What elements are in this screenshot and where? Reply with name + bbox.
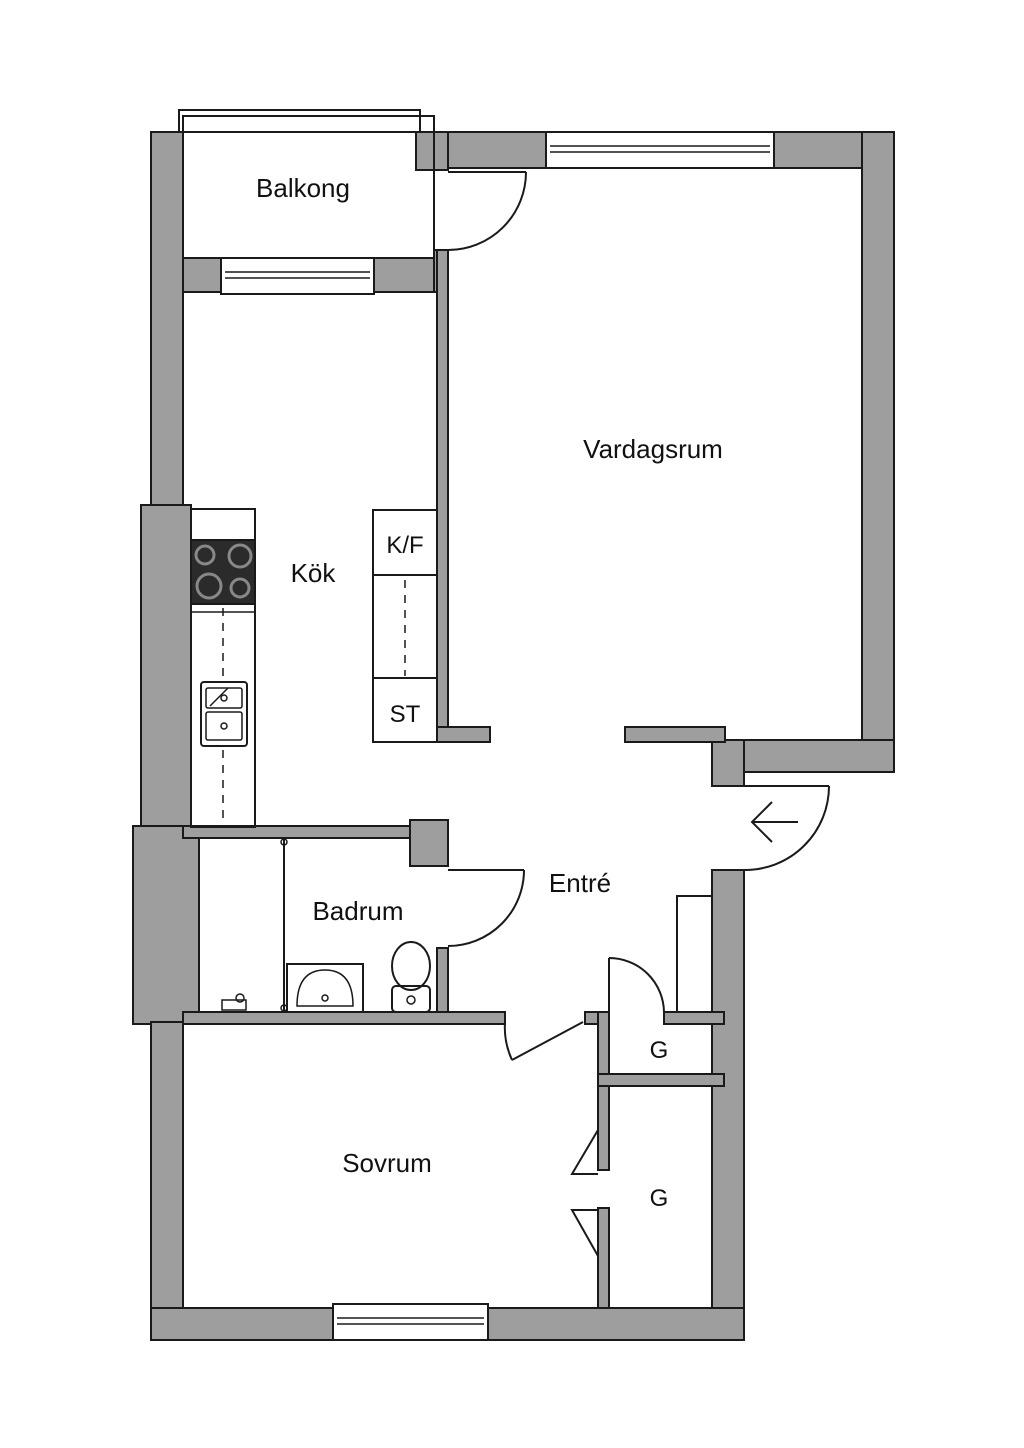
living-window [545, 131, 775, 169]
wall-left-kitchen [140, 504, 192, 828]
room-label-kok: Kök [291, 558, 337, 588]
shower-screen-top [280, 838, 288, 846]
bathroom-fixtures [221, 838, 431, 1013]
wall-right-living [861, 131, 895, 773]
entry-shelf [676, 895, 713, 1013]
wall-left-bathroom [132, 825, 200, 1025]
room-label-garderob-2: G [650, 1185, 669, 1212]
washbasin [286, 963, 364, 1013]
entrance-door-swing [743, 785, 830, 872]
kitchen-sink [200, 681, 248, 747]
wall-bathroom-shaft [409, 819, 449, 867]
wall-entry-right-lower [711, 869, 745, 1341]
balcony-railing-top [178, 109, 421, 133]
bedroom-door-leaf [511, 1021, 584, 1061]
washbasin-bowl [296, 969, 354, 1007]
kitchen-cabinets-right [372, 509, 438, 743]
wall-closet-left [597, 1011, 610, 1171]
walls [132, 131, 895, 1341]
entry-shelf-outline [676, 895, 713, 1013]
stove-burner-3 [195, 572, 223, 600]
stove-burner-2 [227, 543, 253, 569]
bedroom-window [332, 1303, 489, 1341]
room-label-vardagsrum: Vardagsrum [583, 434, 723, 464]
wall-closet-top [663, 1011, 725, 1025]
wall-left-upper [150, 131, 184, 508]
bedroom-door-swing [503, 1021, 513, 1061]
wall-entry-right-upper [711, 739, 745, 787]
wall-bottom-right [487, 1307, 745, 1341]
labels: Balkong Vardagsrum Kök Badrum Entré Sovr… [256, 173, 723, 1212]
wall-balcony-living [415, 131, 449, 171]
shower-tap [221, 999, 247, 1011]
kitchen-sink-basin-2 [205, 711, 243, 741]
closet2-door-upper [570, 1129, 599, 1175]
closet1-door-swing [608, 957, 665, 1013]
entrance-arrow-head [750, 801, 773, 843]
room-label-badrum: Badrum [312, 896, 403, 926]
room-label-sovrum: Sovrum [342, 1148, 432, 1178]
wall-balcony-kitchen-left [182, 257, 222, 293]
wall-bathroom-right [436, 947, 449, 1015]
wall-closet-divider [597, 1073, 725, 1087]
room-label-entre: Entré [549, 868, 611, 898]
toilet-tank [391, 985, 431, 1013]
stove [190, 539, 256, 605]
kitchen-window [220, 257, 375, 295]
kitchen-sink-basin-1 [205, 687, 243, 709]
kitchen-fixtures [190, 508, 438, 828]
room-label-garderob-1: G [650, 1037, 669, 1064]
kitchen-sink-drain-2 [220, 722, 228, 730]
balcony-door-swing [447, 171, 527, 251]
wall-bottom-left [150, 1307, 334, 1341]
toilet-bowl [391, 941, 431, 991]
wall-bathroom-bedroom [182, 1011, 506, 1025]
bathroom-door-swing [447, 869, 525, 947]
doors [447, 171, 830, 1257]
wall-closet-left-lower [597, 1207, 610, 1309]
wall-left-bedroom [150, 1021, 184, 1341]
wall-living-bottom-mid [624, 726, 726, 743]
closet2-door-lower [570, 1209, 599, 1257]
shower-tap-knob [235, 993, 245, 1003]
windows [178, 109, 775, 1341]
appliance-label-stad: ST [390, 701, 421, 728]
washbasin-drain [321, 994, 329, 1002]
wall-kitchen-living [436, 249, 449, 743]
room-label-balkong: Balkong [256, 173, 350, 203]
kitchen-faucet [209, 687, 229, 707]
appliance-label-kyl-frys: K/F [386, 532, 423, 559]
wall-kitchen-living-stub [436, 726, 491, 743]
stove-burner-1 [194, 544, 216, 566]
stove-burner-4 [229, 577, 251, 599]
toilet-button [406, 995, 416, 1005]
kitchen-counter [190, 508, 256, 828]
kitchen-sink-drain-1 [220, 694, 228, 702]
